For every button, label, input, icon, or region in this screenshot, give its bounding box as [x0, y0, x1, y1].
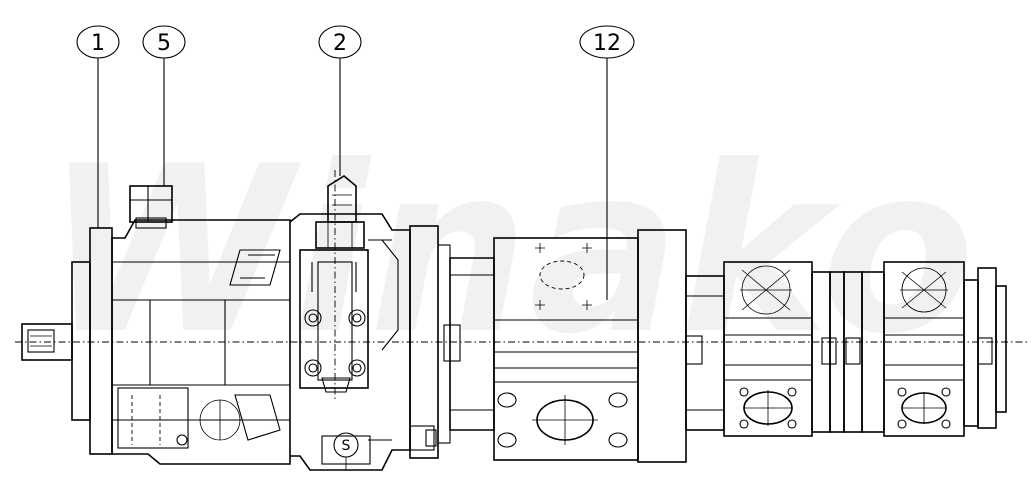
callout-12-label: 12 [593, 31, 621, 56]
callout-2: 2 [318, 25, 362, 176]
intermediate-housing [289, 213, 495, 471]
callout-2-label: 2 [333, 31, 347, 56]
suction-port-label: S [342, 438, 351, 454]
rear-gear-pump-stack [685, 261, 1007, 437]
callout-5-label: 5 [157, 31, 171, 56]
pressure-port-fitting [129, 185, 173, 229]
callout-5: 5 [142, 25, 186, 186]
callout-1: 1 [76, 25, 120, 228]
callout-1-label: 1 [91, 31, 105, 56]
main-pump-housing [21, 219, 291, 465]
suction-port-marker: S [333, 432, 359, 470]
watermark-text: Winako [45, 118, 975, 385]
gear-pump-block [493, 229, 687, 463]
callout-12: 12 [579, 25, 635, 300]
